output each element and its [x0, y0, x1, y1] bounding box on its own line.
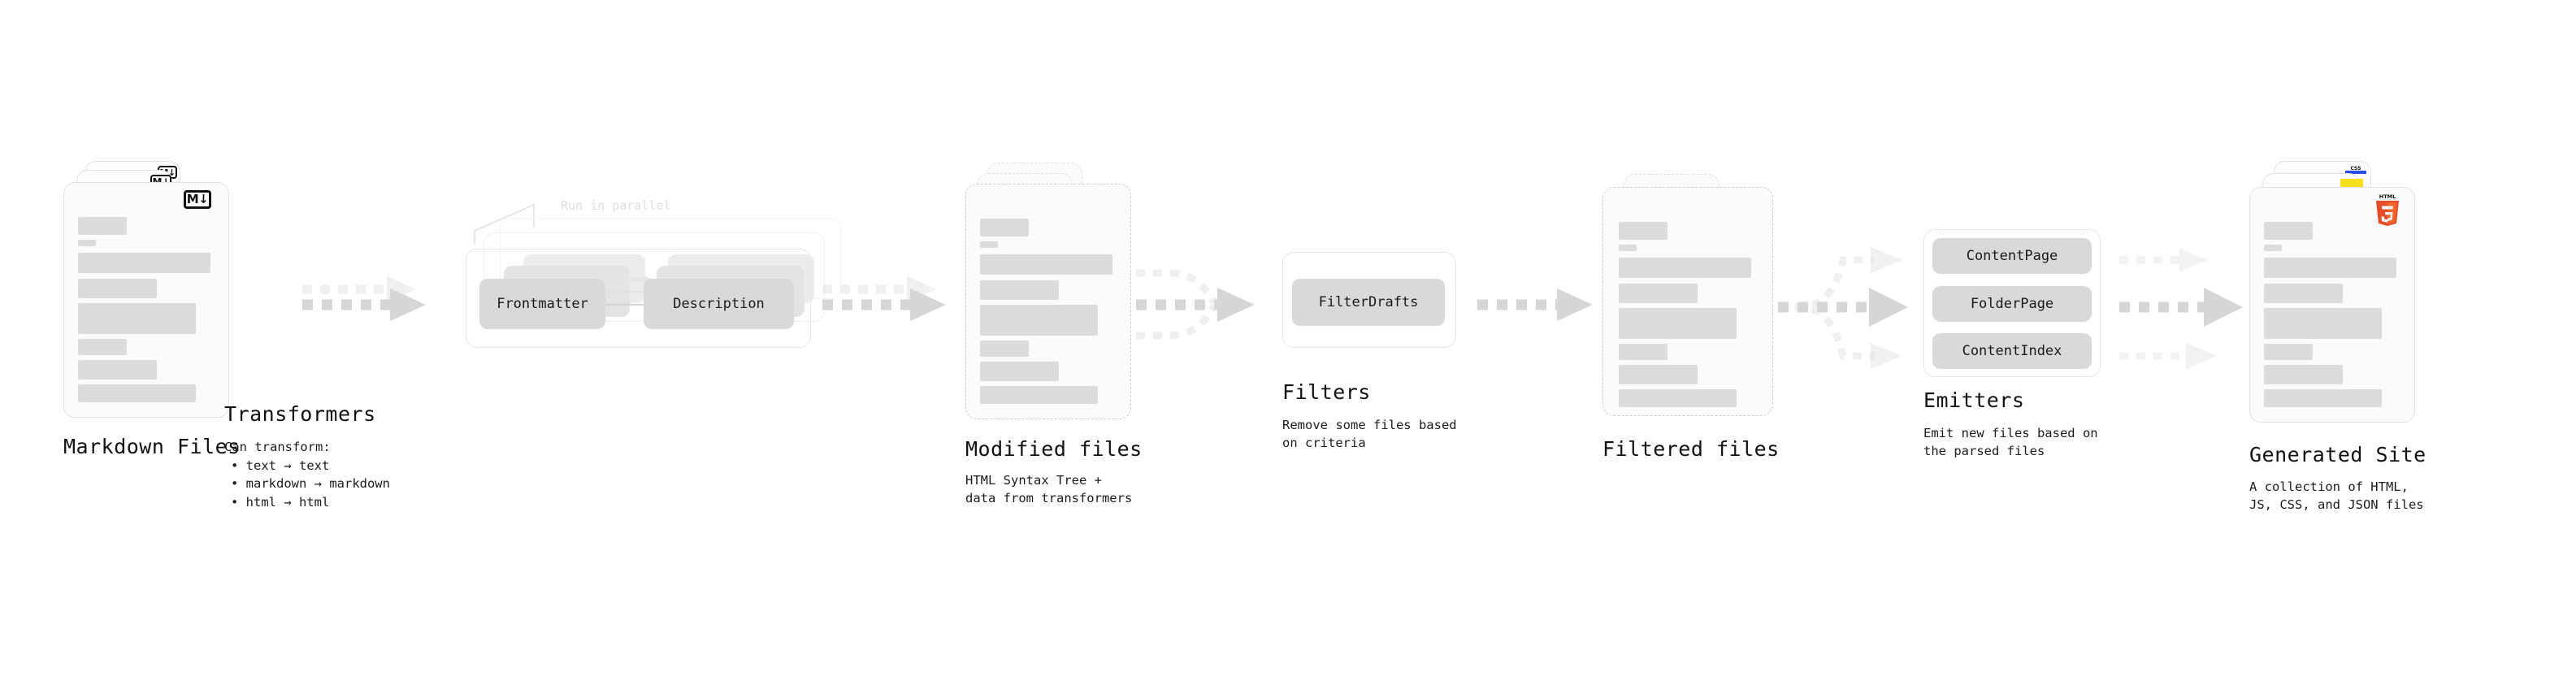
arrow-emitters-to-generated-site: [2119, 249, 2243, 369]
doc-skeleton-line: [78, 217, 127, 235]
run-in-parallel-bracket: [474, 203, 535, 245]
stage-title-transformers: Transformers: [224, 402, 376, 426]
svg-text:CSS: CSS: [2351, 166, 2361, 171]
doc-skeleton-line: [980, 386, 1098, 404]
filters-caption: Remove some files based on criteria: [1282, 418, 1457, 451]
doc-skeleton-line: [980, 280, 1059, 300]
transformers-bullet: text → text: [231, 457, 390, 475]
transformer-pill-description[interactable]: Description: [644, 279, 794, 329]
generated-site-caption: A collection of HTML, JS, CSS, and JSON …: [2249, 479, 2424, 513]
doc-skeleton-line: [1619, 308, 1737, 339]
emitters-box: [1923, 229, 2101, 377]
generated-site-stack: CSS HTML: [2249, 161, 2420, 429]
arrow-filters-to-filtered-files: [1477, 288, 1593, 321]
stage-title-modified-files: Modified files: [965, 437, 1143, 461]
doc-skeleton-line: [980, 241, 998, 248]
markdown-files-stack: M↓ M↓ M↓: [63, 161, 229, 421]
transformers-bullet: html → html: [231, 493, 390, 511]
doc-skeleton-line: [2264, 308, 2382, 339]
doc-skeleton-line: [78, 360, 157, 380]
emitters-caption: Emit new files based on the parsed files: [1923, 426, 2098, 459]
modified-files-stack: [965, 163, 1131, 423]
doc-skeleton-line: [2264, 258, 2396, 278]
transformer-pill-frontmatter[interactable]: Frontmatter: [479, 279, 605, 329]
stage-title-filters: Filters: [1282, 380, 1371, 404]
doc-skeleton-line: [980, 305, 1098, 336]
modified-files-caption: HTML Syntax Tree + data from transformer…: [965, 473, 1133, 506]
doc-skeleton-line: [980, 340, 1029, 357]
doc-skeleton-line: [1619, 284, 1698, 303]
stage-title-filtered-files: Filtered files: [1602, 437, 1780, 461]
svg-text:HTML: HTML: [2379, 193, 2396, 200]
doc-skeleton-line: [2264, 389, 2382, 407]
doc-skeleton-line: [78, 339, 127, 355]
doc-skeleton-line: [2264, 284, 2343, 303]
emitter-pill-contentpage[interactable]: ContentPage: [1932, 238, 2092, 274]
doc-skeleton-line: [1619, 245, 1637, 251]
doc-skeleton-line: [78, 253, 210, 273]
doc-skeleton-line: [980, 254, 1112, 275]
doc-skeleton-line: [78, 384, 196, 402]
stage-title-markdown-files: Markdown Files: [63, 435, 241, 458]
doc-skeleton-line: [1619, 258, 1751, 278]
filter-pill-filterdrafts[interactable]: FilterDrafts: [1292, 279, 1445, 326]
filtered-files-stack: [1602, 174, 1773, 434]
run-in-parallel-label: Run in parallel: [561, 198, 671, 213]
css-icon: CSS: [2345, 166, 2366, 174]
arrow-modified-files-to-filters: [1136, 269, 1255, 340]
stage-title-emitters: Emitters: [1923, 388, 2025, 412]
emitter-pill-folderpage[interactable]: FolderPage: [1932, 286, 2092, 322]
transformers-bullet-list: text → text markdown → markdown html → h…: [231, 457, 390, 511]
filters-box: [1282, 252, 1456, 348]
doc-skeleton-line: [2264, 365, 2343, 384]
doc-skeleton-line: [78, 303, 196, 334]
markdown-icon: M↓: [184, 190, 211, 209]
transformers-bullet: markdown → markdown: [231, 475, 390, 492]
doc-skeleton-line: [2264, 245, 2282, 251]
arrow-filtered-files-to-emitters: [1778, 247, 1908, 369]
stage-title-generated-site: Generated Site: [2249, 443, 2426, 466]
doc-skeleton-line: [1619, 222, 1667, 240]
doc-skeleton-line: [1619, 344, 1667, 360]
doc-skeleton-line: [2264, 222, 2313, 240]
arrow-transformers-to-modified-files: [822, 276, 946, 321]
emitter-pill-contentindex[interactable]: ContentIndex: [1932, 333, 2092, 369]
html5-icon: HTML: [2376, 193, 2399, 226]
doc-skeleton-line: [1619, 365, 1698, 384]
transformers-box: [466, 249, 811, 348]
doc-skeleton-line: [980, 219, 1029, 236]
arrow-markdown-to-transformers: [302, 276, 426, 321]
doc-skeleton-line: [78, 240, 96, 246]
doc-skeleton-line: [1619, 389, 1737, 407]
doc-skeleton-line: [980, 362, 1059, 381]
doc-skeleton-line: [2264, 344, 2313, 360]
doc-skeleton-line: [78, 279, 157, 298]
transformers-caption: Can transform:: [224, 440, 331, 454]
